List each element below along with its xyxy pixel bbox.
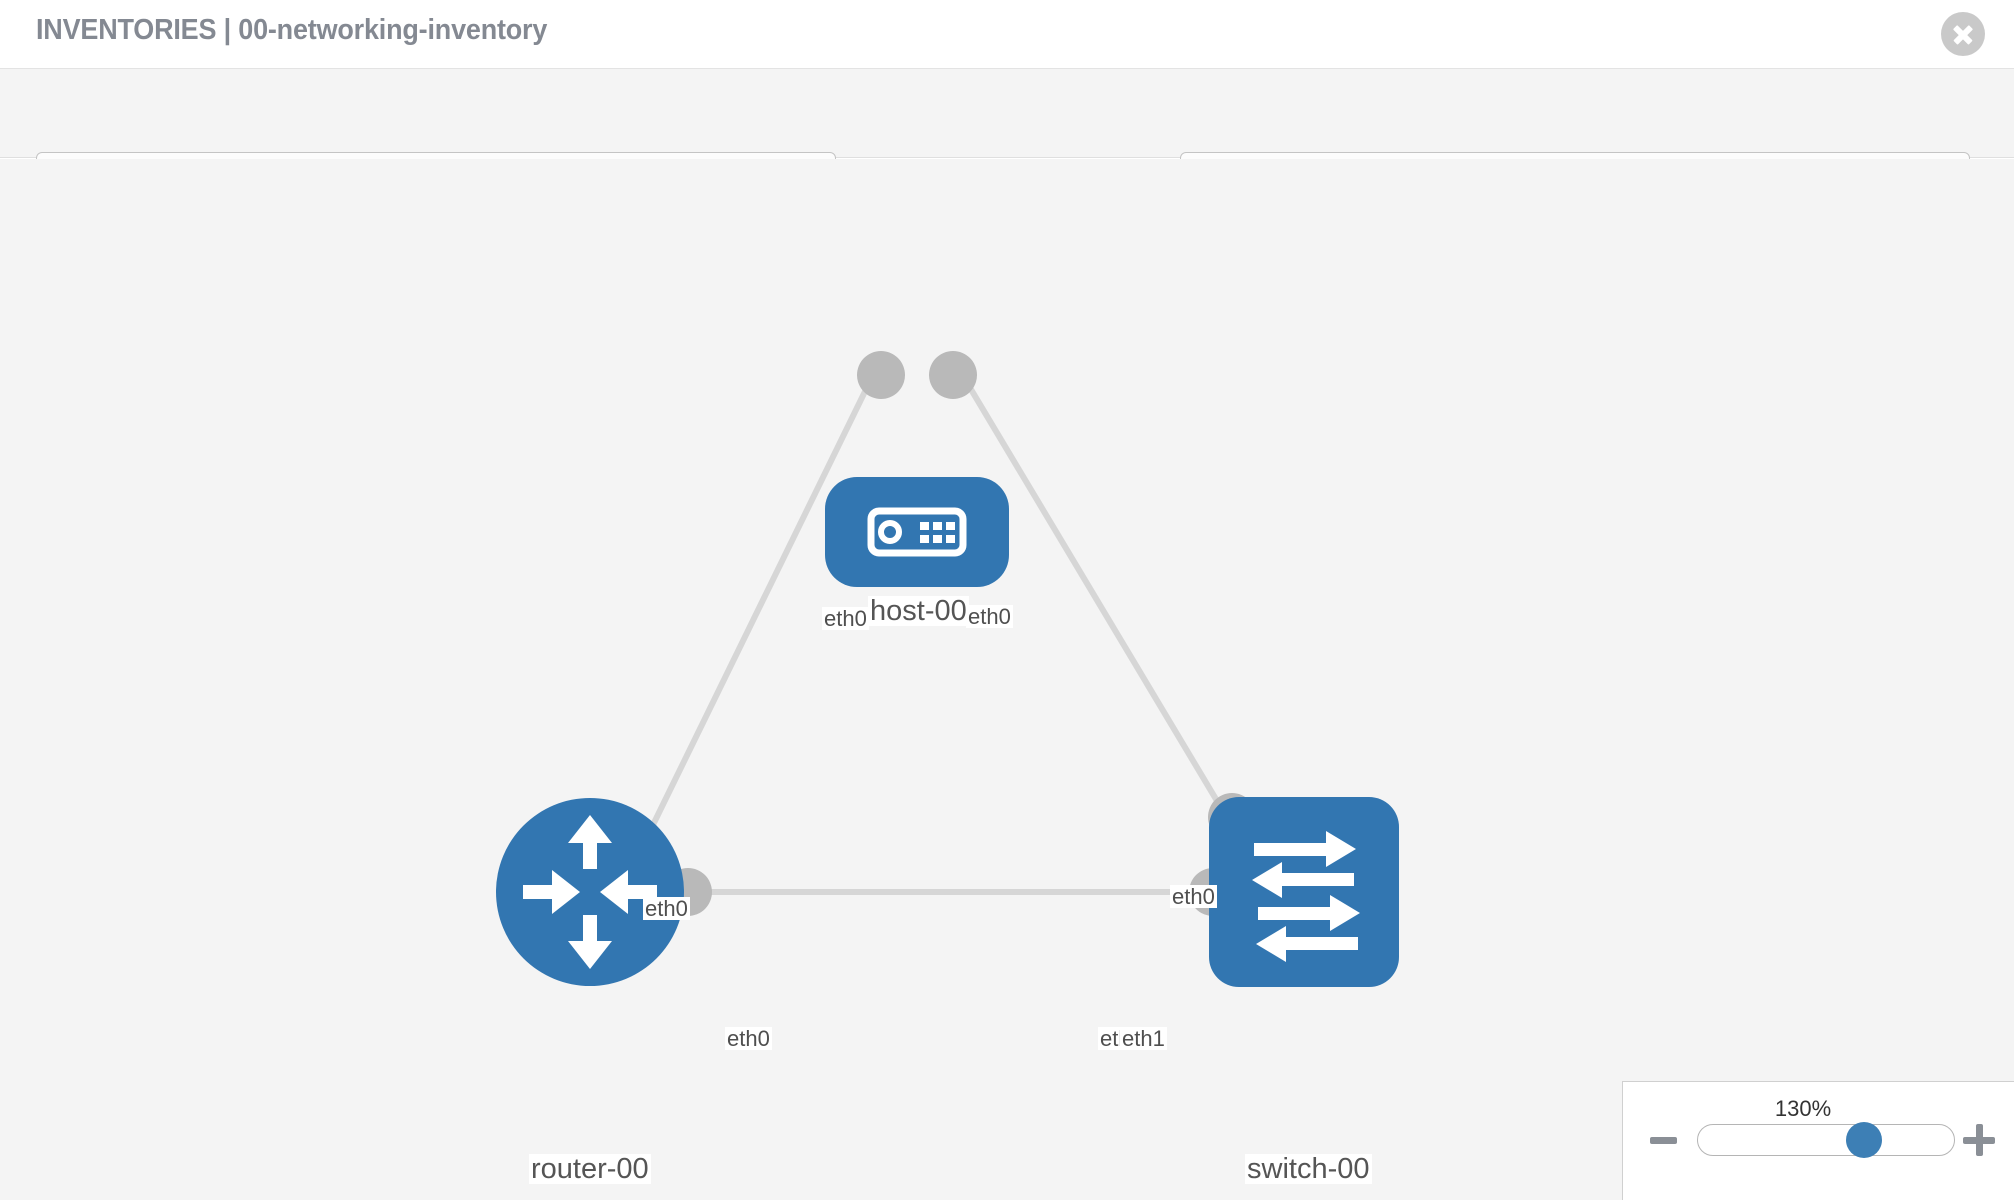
connector-host-right[interactable] (929, 351, 977, 399)
page-title: INVENTORIES | 00-networking-inventory (36, 14, 548, 46)
node-label-router-00: router-00 (529, 1153, 651, 1185)
router-icon (523, 815, 657, 969)
iface-label-host-right: eth0 (966, 604, 1013, 629)
close-icon[interactable] (1941, 12, 1985, 56)
link-group (647, 369, 1238, 895)
topology-canvas[interactable]: host-00 router-00 switch-00 eth0 eth0 et… (0, 159, 2014, 1200)
node-label-switch-00: switch-00 (1245, 1153, 1372, 1185)
zoom-in-button[interactable] (1963, 1124, 1995, 1156)
page-header: INVENTORIES | 00-networking-inventory (0, 0, 2014, 69)
connector-host-left[interactable] (857, 351, 905, 399)
node-label-host-00: host-00 (868, 595, 969, 627)
zoom-slider-track[interactable] (1697, 1124, 1955, 1156)
link-host-switch[interactable] (957, 369, 1238, 833)
zoom-slider-thumb[interactable] (1846, 1122, 1882, 1158)
link-host-router[interactable] (647, 369, 878, 833)
node-host-00[interactable] (825, 477, 1009, 587)
server-icon (867, 507, 967, 557)
node-switch-00[interactable] (1209, 797, 1399, 987)
topology-graph (496, 351, 1399, 987)
zoom-out-button[interactable] (1650, 1137, 1677, 1144)
plus-icon-vertical (1976, 1124, 1983, 1156)
iface-label-switch-up: eth0 (1170, 884, 1217, 909)
toolbar: ACTIONS SEARCH (0, 69, 2014, 204)
iface-label-router-up: eth0 (643, 896, 690, 921)
zoom-percent-label: 130% (1774, 1096, 1832, 1121)
switch-icon (1252, 831, 1360, 962)
node-router-00[interactable] (496, 798, 684, 986)
iface-label-host-left: eth0 (822, 606, 869, 631)
iface-label-router-right: eth0 (725, 1026, 772, 1051)
iface-label-switch-left-b: eth1 (1120, 1026, 1167, 1051)
interface-connector-group (664, 351, 1256, 916)
zoom-control-panel: 130% (1622, 1081, 2014, 1200)
